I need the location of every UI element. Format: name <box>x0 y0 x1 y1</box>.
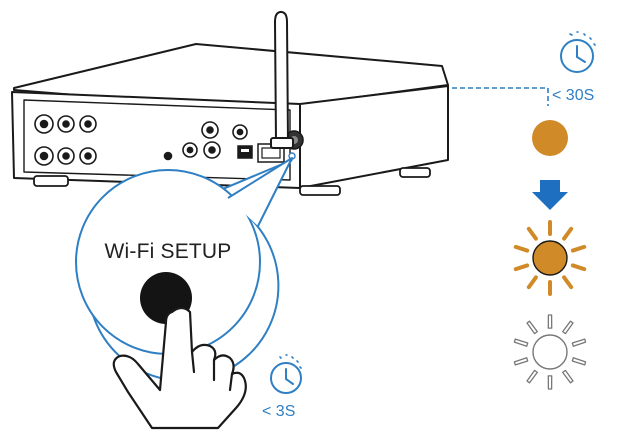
jack-mid-1-core <box>206 126 214 134</box>
led-off-ray <box>513 338 529 347</box>
led-ray <box>526 226 538 241</box>
audio-device <box>11 43 449 189</box>
device-top <box>13 43 449 111</box>
rca-jack-2-core <box>62 120 70 128</box>
wifi-setup-label: Wi-Fi SETUP <box>104 240 232 263</box>
rca-jack-6-core <box>84 152 92 160</box>
stopwatch-long-hands <box>576 45 586 63</box>
led-blinking <box>513 220 587 296</box>
device-foot-middle <box>299 185 341 196</box>
led-off-ray <box>547 314 553 329</box>
pointing-hand-icon <box>112 306 247 430</box>
rca-jack-3-core <box>84 120 92 128</box>
device-side <box>299 85 449 189</box>
jack-mid-4-core <box>236 128 244 136</box>
led-off-rays <box>513 314 587 390</box>
led-ray <box>513 244 530 253</box>
stopwatch-long-dots <box>569 31 596 46</box>
led-off-core <box>532 334 568 370</box>
ethernet-port-inner <box>261 147 281 159</box>
dashed-connector <box>452 87 549 106</box>
led-ray <box>562 226 574 241</box>
callout-bubble <box>75 157 293 382</box>
stopwatch-icon-short <box>270 354 302 394</box>
stopwatch-short-dots <box>279 354 302 369</box>
led-off-ray <box>513 357 529 366</box>
led-blinking-core <box>532 240 568 276</box>
ports <box>237 143 296 163</box>
rca-jack-4-core <box>39 151 49 161</box>
timer-long-press-label: < 30S <box>552 87 595 104</box>
callout-pointer-cover <box>231 165 286 220</box>
arrow-down-icon <box>532 180 568 210</box>
hand-crease-3 <box>228 372 234 392</box>
device-feet <box>33 167 431 196</box>
device-foot-left <box>33 175 69 187</box>
rca-connectors <box>34 114 304 166</box>
led-off-ray <box>526 369 538 384</box>
led-ray <box>526 275 538 290</box>
optical-port-slot <box>241 149 249 152</box>
stopwatch-long-face <box>560 39 594 73</box>
jack-mid-3-core <box>208 146 216 154</box>
antenna-base <box>270 137 294 149</box>
stopwatch-icon <box>560 31 596 73</box>
led-ray <box>513 263 530 272</box>
led-ray <box>570 263 587 272</box>
device-back-panel <box>23 99 291 181</box>
led-off-ray <box>547 375 553 390</box>
stopwatch-short-face <box>270 362 302 394</box>
led-off-ray <box>562 369 574 384</box>
jack-mid-2-core <box>186 146 194 154</box>
hand-crease-1 <box>190 350 196 374</box>
led-off-ray <box>571 338 587 347</box>
stopwatch-short-hands <box>285 368 294 385</box>
hand-outline <box>112 306 247 430</box>
led-ray <box>570 244 587 253</box>
led-ray <box>562 275 574 290</box>
led-blinking-rays <box>513 220 587 296</box>
jack-small <box>163 151 173 161</box>
device-foot-right <box>399 167 431 178</box>
led-off-ray <box>562 320 574 335</box>
antenna-stem <box>273 10 290 143</box>
led-off-ray <box>571 357 587 366</box>
rca-jack-1-core <box>39 119 49 129</box>
led-blinking-off <box>513 314 587 390</box>
timer-short-press-label: < 3S <box>262 403 296 420</box>
rca-jack-5-core <box>62 152 70 160</box>
led-off-ray <box>526 320 538 335</box>
led-steady <box>532 120 568 156</box>
antenna <box>270 10 294 149</box>
